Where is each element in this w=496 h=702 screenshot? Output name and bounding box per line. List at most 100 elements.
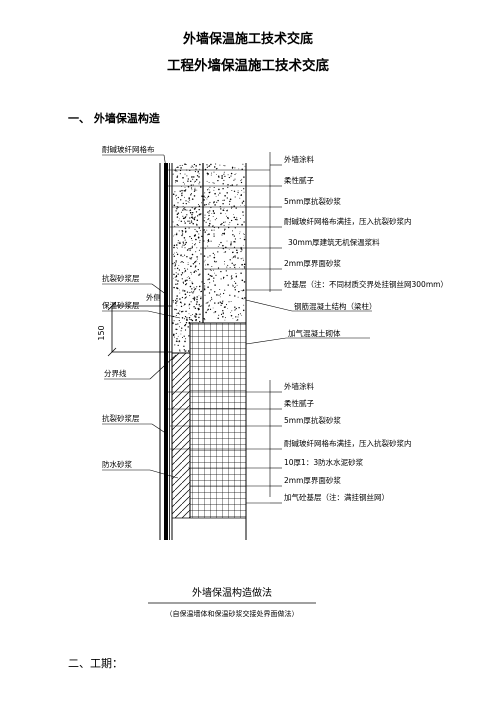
speckle-dot <box>179 242 181 245</box>
speckle-dot <box>240 251 242 253</box>
speckle-dot <box>206 172 209 175</box>
speckle-dot <box>196 189 198 191</box>
speckle-dot <box>175 309 178 311</box>
speckle-dot <box>236 184 238 186</box>
speckle-dot <box>184 216 186 219</box>
speckle-dot <box>205 302 207 304</box>
speckle-dot <box>187 326 189 328</box>
speckle-dot <box>196 231 199 233</box>
speckle-dot <box>191 282 194 285</box>
speckle-dot <box>230 219 233 222</box>
speckle-dot <box>177 242 179 244</box>
speckle-dot <box>183 290 186 292</box>
speckle-dot <box>223 278 224 280</box>
speckle-dot <box>173 204 176 207</box>
speckle-dot <box>190 184 192 186</box>
speckle-dot <box>220 278 222 280</box>
speckle-dot <box>176 298 178 300</box>
speckle-dot <box>215 163 217 165</box>
speckle-dot <box>184 243 186 245</box>
speckle-dot <box>173 273 175 276</box>
speckle-dot <box>234 196 236 198</box>
speckle-dot <box>192 166 194 168</box>
speckle-dot <box>209 220 211 222</box>
speckle-dot <box>185 200 187 202</box>
speckle-dot <box>203 282 205 285</box>
speckle-dot <box>187 185 190 188</box>
speckle-dot <box>194 171 196 173</box>
speckle-dot <box>232 256 235 258</box>
speckle-dot <box>193 163 196 166</box>
speckle-dot <box>193 217 196 219</box>
speckle-dot <box>222 183 224 185</box>
speckle-dot <box>231 277 233 279</box>
speckle-dot <box>200 290 203 293</box>
speckle-dot <box>174 263 176 265</box>
speckle-dot <box>179 218 180 220</box>
speckle-dot <box>174 265 176 267</box>
speckle-dot <box>181 193 183 195</box>
speckle-dot <box>207 238 210 241</box>
speckle-dot <box>222 300 224 302</box>
speckle-dot <box>173 262 175 264</box>
speckle-dot <box>204 214 206 216</box>
speckle-dot <box>211 298 213 300</box>
speckle-dot <box>176 338 178 340</box>
speckle-dot <box>188 276 189 277</box>
speckle-dot <box>181 194 183 197</box>
speckle-dot <box>216 217 218 219</box>
speckle-dot <box>189 285 192 288</box>
speckle-dot <box>193 286 195 288</box>
speckle-dot <box>207 308 209 311</box>
speckle-dot <box>238 307 240 309</box>
speckle-dot <box>196 256 198 258</box>
speckle-dot <box>181 234 183 237</box>
speckle-dot <box>179 292 181 294</box>
speckle-dot <box>209 191 211 193</box>
speckle-dot <box>224 289 226 291</box>
speckle-dot <box>229 294 231 296</box>
speckle-dot <box>242 244 244 246</box>
speckle-dot <box>178 230 180 232</box>
section-heading-structure: 一、 外墙保温构造 <box>68 112 160 125</box>
speckle-dot <box>172 193 175 196</box>
speckle-dot <box>213 256 216 259</box>
speckle-dot <box>214 284 216 286</box>
speckle-dot <box>224 195 226 197</box>
speckle-dot <box>191 207 193 209</box>
speckle-dot <box>206 166 208 168</box>
speckle-dot <box>194 261 196 264</box>
speckle-dot <box>228 301 230 303</box>
speckle-dot <box>209 186 211 188</box>
speckle-dot <box>213 201 215 203</box>
speckle-dot <box>243 304 245 306</box>
speckle-dot <box>226 266 228 268</box>
speckle-dot <box>243 281 246 283</box>
speckle-dot <box>178 265 180 266</box>
speckle-dot <box>230 315 233 317</box>
speckle-dot <box>207 218 210 220</box>
speckle-dot <box>177 240 179 242</box>
speckle-dot <box>192 263 195 265</box>
speckle-dot <box>204 285 206 287</box>
speckle-dot <box>213 166 216 168</box>
speckle-dot <box>183 305 185 306</box>
speckle-dot <box>198 263 201 265</box>
speckle-dot <box>207 241 209 243</box>
speckle-dot <box>198 176 200 178</box>
speckle-dot <box>186 283 188 285</box>
speckle-dot <box>181 260 183 263</box>
speckle-dot <box>197 309 200 311</box>
speckle-dot <box>209 222 211 225</box>
speckle-dot <box>217 194 219 196</box>
speckle-dot <box>190 237 193 240</box>
speckle-dot <box>218 314 220 316</box>
speckle-dot <box>243 176 245 178</box>
speckle-dot <box>174 302 177 304</box>
speckle-dot <box>214 261 215 263</box>
speckle-dot <box>198 183 200 185</box>
lower-callout-3: 5mm厚抗裂砂浆 <box>284 415 341 425</box>
speckle-dot <box>195 260 197 262</box>
speckle-dot <box>197 204 199 205</box>
wall-outlines <box>159 163 247 540</box>
